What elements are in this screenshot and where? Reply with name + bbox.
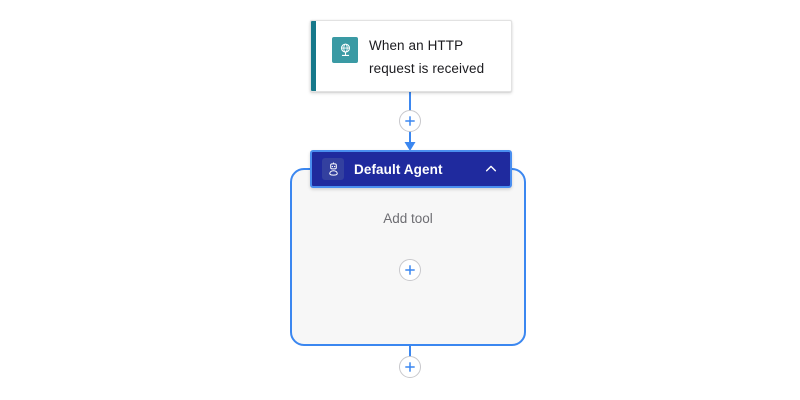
trigger-label-line-2: request is received: [369, 61, 485, 76]
plus-icon: [405, 265, 415, 275]
trigger-accent-bar: [311, 21, 316, 91]
plus-icon: [405, 362, 415, 372]
plus-icon: [405, 116, 415, 126]
chevron-up-icon[interactable]: [483, 161, 499, 177]
add-step-button-between[interactable]: [399, 110, 421, 132]
add-tool-button[interactable]: [399, 259, 421, 281]
agent-tools-container[interactable]: Add tool: [290, 168, 526, 346]
robot-agent-icon: [322, 158, 344, 180]
trigger-card-label: When an HTTP request is received: [369, 34, 507, 80]
add-step-button-after[interactable]: [399, 356, 421, 378]
agent-title: Default Agent: [354, 161, 443, 177]
trigger-card-http-request[interactable]: When an HTTP request is received: [310, 20, 512, 92]
agent-header-default-agent[interactable]: Default Agent: [310, 150, 512, 188]
trigger-label-line-1: When an HTTP: [369, 38, 464, 53]
add-tool-label: Add tool: [383, 211, 433, 226]
http-request-globe-icon: [332, 37, 358, 63]
